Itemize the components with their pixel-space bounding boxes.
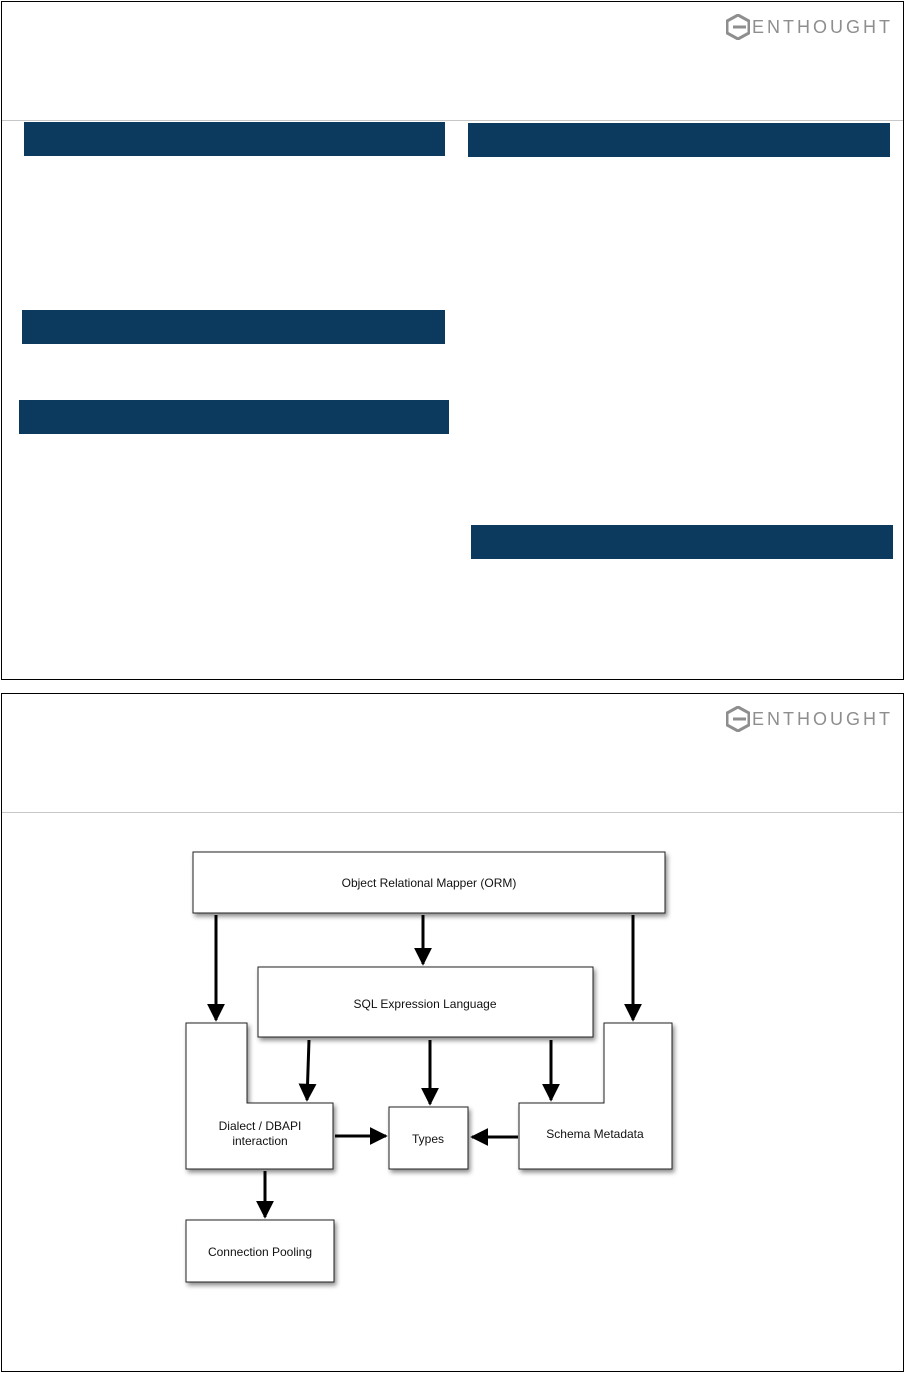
section-bar-left-3 xyxy=(19,400,449,434)
node-sql-expression: SQL Expression Language xyxy=(257,966,594,1038)
node-orm: Object Relational Mapper (ORM) xyxy=(192,851,666,914)
logo-text: ENTHOUGHT xyxy=(752,17,893,37)
enthought-e-icon xyxy=(726,706,750,732)
section-bar-right-1 xyxy=(468,123,890,157)
header-divider xyxy=(2,120,903,121)
arrow-sql-to-dialect xyxy=(298,1039,317,1102)
node-dialect: Dialect / DBAPI interaction xyxy=(185,1022,334,1170)
enthought-logo: ENTHOUGHT xyxy=(726,706,893,732)
enthought-logo: ENTHOUGHT xyxy=(726,14,893,40)
slide-2: ENTHOUGHT Object Relational Mapper (ORM)… xyxy=(1,693,904,1372)
node-schema-label: Schema Metadata xyxy=(546,1127,644,1141)
section-bar-left-2 xyxy=(22,310,445,344)
logo-text: ENTHOUGHT xyxy=(752,709,893,729)
section-bar-right-2 xyxy=(471,525,893,559)
node-sql-label: SQL Expression Language xyxy=(354,997,497,1011)
section-bar-left-1 xyxy=(24,122,445,156)
node-orm-label: Object Relational Mapper (ORM) xyxy=(342,876,517,890)
node-pooling-label: Connection Pooling xyxy=(208,1245,312,1259)
node-types: Types xyxy=(388,1106,469,1170)
node-connection-pooling: Connection Pooling xyxy=(185,1219,335,1283)
node-dialect-label-1: Dialect / DBAPI xyxy=(219,1119,302,1133)
sqlalchemy-architecture-diagram: Object Relational Mapper (ORM) SQL Expre… xyxy=(185,851,673,1283)
enthought-e-icon xyxy=(726,14,750,40)
node-types-label: Types xyxy=(412,1132,444,1146)
header-divider xyxy=(2,812,903,813)
node-schema: Schema Metadata xyxy=(518,1022,673,1170)
slide-1: ENTHOUGHT xyxy=(1,1,904,680)
node-dialect-label-2: interaction xyxy=(232,1134,287,1148)
